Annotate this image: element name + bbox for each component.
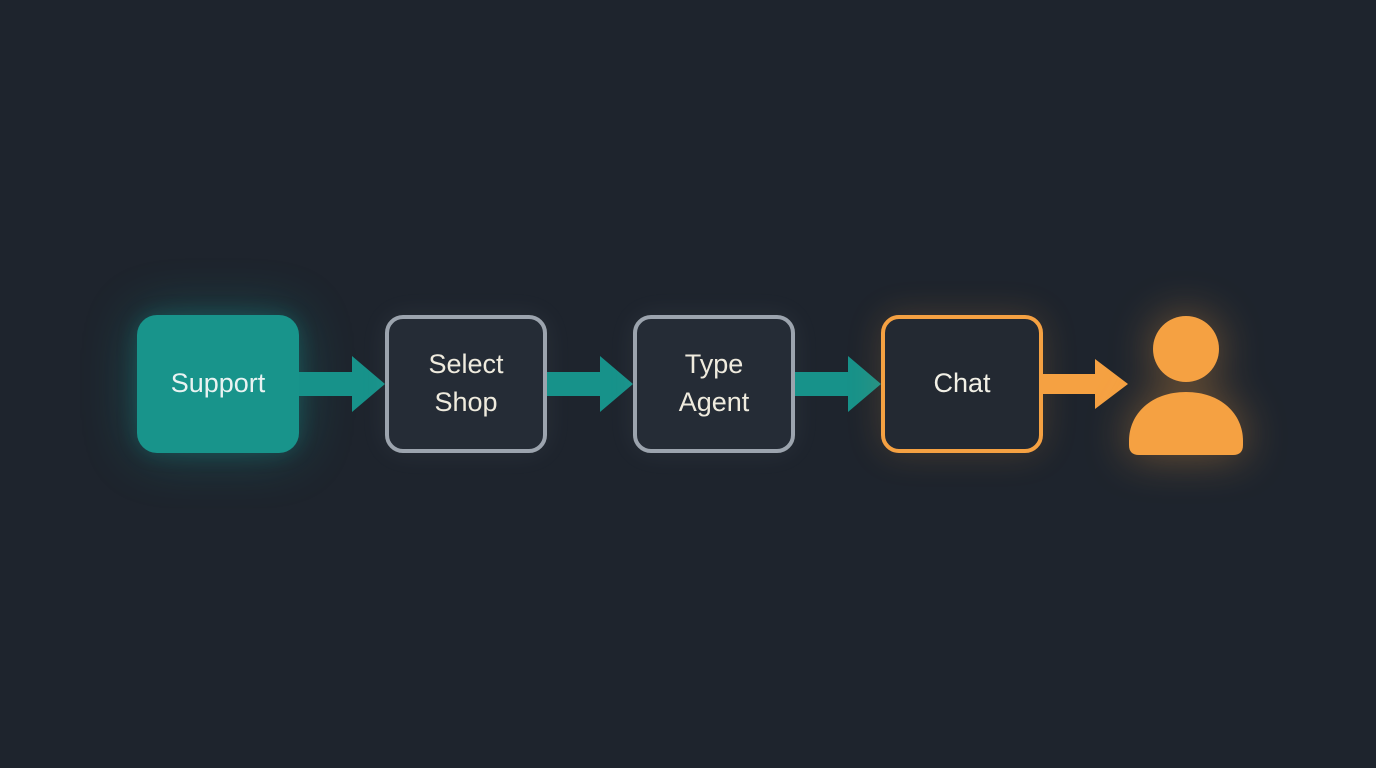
flow-row: Support Select Shop Type Agent Chat (137, 314, 1243, 455)
node-chat-label: Chat (933, 368, 991, 399)
arrow-right-icon (1043, 359, 1128, 409)
node-support-label: Support (170, 368, 266, 399)
arrow-shape (1043, 359, 1128, 409)
arrow-shape (795, 356, 881, 412)
arrow-right-icon (299, 356, 385, 412)
arrow-right-icon (547, 356, 633, 412)
node-select-shop[interactable]: Select Shop (385, 315, 547, 453)
person-body-shape (1129, 392, 1243, 455)
node-type-agent-label: Type Agent (678, 349, 750, 417)
person-head-shape (1153, 316, 1219, 382)
node-type-agent[interactable]: Type Agent (633, 315, 795, 453)
arrow-right-icon (795, 356, 881, 412)
person-icon (1129, 316, 1243, 455)
node-chat[interactable]: Chat (881, 315, 1043, 453)
node-select-shop-label: Select Shop (428, 349, 504, 417)
node-support[interactable]: Support (137, 315, 299, 453)
arrow-shape (299, 356, 385, 412)
arrow-shape (547, 356, 633, 412)
